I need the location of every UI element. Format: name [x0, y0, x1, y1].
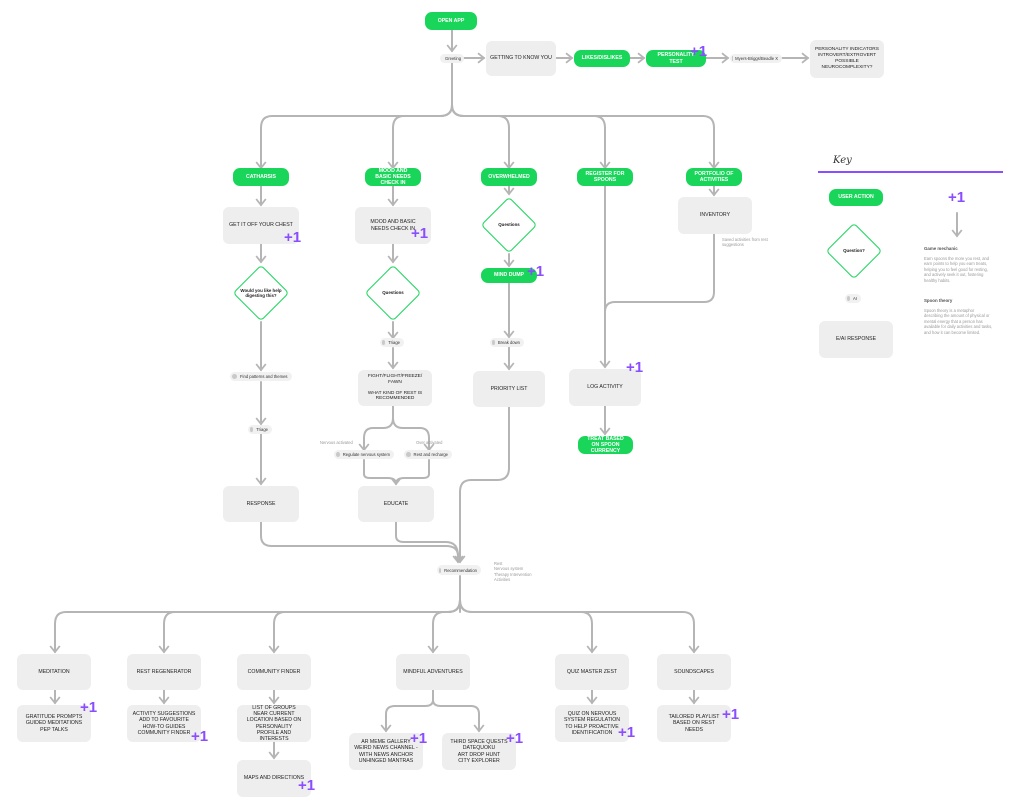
catharsis-action: CATHARSIS [233, 168, 289, 186]
nervous-activated-note: Nervous activated [320, 440, 353, 445]
triage-label: Triage [388, 340, 400, 345]
find-patterns-pill: Find patterns and themes [230, 372, 292, 381]
quiz-master-node: QUIZ MASTER ZEST [555, 654, 629, 690]
over-activated-note: Over activated [416, 440, 443, 445]
community-finder-node: COMMUNITY FINDER [237, 654, 311, 690]
reward-badge: +1 [410, 730, 428, 747]
overwhelmed-questions-decision: Questions [479, 196, 539, 254]
spoon-theory-title: Spoon theory [924, 298, 953, 303]
reward-badge: +1 [618, 724, 636, 741]
educate-node: EDUCATE [358, 486, 434, 522]
open-app-action: OPEN APP [425, 12, 477, 30]
decision-label: Questions [498, 222, 520, 228]
reward-badge: +1 [722, 706, 740, 723]
decision-label: Would you like help digesting this? [240, 287, 282, 298]
overwhelmed-action: OVERWHELMED [481, 168, 537, 186]
get-it-off-chest-node: GET IT OFF YOUR CHEST [223, 207, 299, 244]
treat-based-action: TREAT BASED ON SPOON CURRENCY [578, 436, 633, 454]
key-ai-label: AI [853, 296, 857, 301]
third-space-node: THIRD SPACE QUESTS DATEQUOKU ART DROP HU… [442, 733, 516, 770]
portfolio-action: PORTFOLIO OF ACTIVITIES [686, 168, 742, 186]
response-node: RESPONSE [223, 486, 299, 522]
recommendation-pill: Recommendation [437, 565, 481, 575]
reward-badge: +1 [411, 225, 429, 242]
spoon-theory-text: Spoon theory is a metaphor describing th… [924, 308, 993, 335]
reward-badge: +1 [298, 777, 316, 794]
reward-badge: +1 [690, 43, 708, 60]
mind-dump-action: MIND DUMP [481, 268, 537, 283]
inventory-node: INVENTORY [678, 197, 752, 234]
fight-flight-node: FIGHT/FLIGHT/FREEZE/ FAWN WHAT KIND OF R… [358, 370, 432, 406]
ai-dot-icon [406, 452, 411, 457]
greeting-pill: Greeting [440, 54, 464, 63]
triage-label: Triage [256, 427, 268, 432]
meditation-node: MEDITATION [17, 654, 91, 690]
rest-recharge-label: Rest and recharge [413, 452, 448, 457]
reward-badge: +1 [191, 728, 209, 745]
break-down-label: Break down [497, 340, 520, 345]
help-digesting-decision: Would you like help digesting this? [231, 264, 291, 322]
key-divider [818, 171, 1003, 173]
tailored-playlist-node: TAILORED PLAYLIST BASED ON REST NEEDS [657, 705, 731, 742]
break-down-pill: Break down [490, 338, 524, 347]
gratitude-node: GRATITUDE PROMPTS GUIDED MEDITATIONS PEP… [17, 705, 91, 742]
key-user-action: USER ACTION [829, 189, 883, 206]
mood-questions-decision: Questions [363, 264, 423, 322]
reward-badge: +1 [284, 229, 302, 246]
ai-dot-icon [250, 427, 254, 432]
game-mechanic-text: Earn spoons the more you rest, and earn … [924, 256, 990, 283]
personality-test-action: PERSONALITY TEST [646, 50, 706, 67]
list-groups-node: LIST OF GROUPS NEAR CURRENT LOCATION BAS… [237, 705, 311, 742]
mood-check-response-node: MOOD AND BASIC NEEDS CHECK IN [355, 207, 431, 244]
myers-briggs-pill: Myers-Briggs/Beadle X [730, 54, 782, 63]
activity-suggestions-node: ACTIVITY SUGGESTIONS ADD TO FAVOURITE HO… [127, 705, 201, 742]
ai-dot-icon [492, 340, 495, 345]
reward-badge: +1 [506, 730, 524, 747]
ai-dot-icon [439, 567, 442, 573]
soundscapes-node: SOUNDSCAPES [657, 654, 731, 690]
key-question-label: Question? [843, 248, 865, 254]
reward-badge: +1 [626, 359, 644, 376]
ai-dot-icon [382, 340, 386, 345]
maps-directions-node: MAPS AND DIRECTIONS [237, 760, 311, 797]
decision-label: Questions [382, 290, 404, 296]
rest-regenerator-node: REST REGENERATOR [127, 654, 201, 690]
log-activity-node: LOG ACTIVITY [569, 369, 641, 406]
recommendation-notes: Rest Nervous system Therapy Intervention… [494, 561, 532, 583]
mood-check-action: MOOD AND BASIC NEEDS CHECK IN [365, 168, 421, 186]
key-ai-response: E/AI RESPONSE [819, 321, 893, 358]
likes-dislikes-action: LIKES/DISLIKES [574, 50, 630, 67]
recommendation-label: Recommendation [444, 567, 477, 573]
regulate-label: Regulate nervous system [342, 452, 390, 457]
key-question-decision: Question? [825, 222, 883, 280]
saved-activities-note: Saved activities from rest suggestions [722, 237, 768, 248]
reward-badge: +1 [527, 263, 545, 280]
ar-meme-node: AR MEME GALLERY WEIRD NEWS CHANNEL - WIT… [349, 733, 423, 770]
key-reward-badge: +1 [948, 189, 966, 206]
ai-dot-icon [232, 374, 237, 379]
personality-indicators-node: PERSONALITY INDICATORS INTROVERT/EXTROVE… [810, 40, 884, 78]
greeting-label: Greeting [445, 56, 462, 61]
find-patterns-label: Find patterns and themes [240, 374, 288, 379]
regulate-pill: Regulate nervous system [334, 450, 394, 459]
key-ai-pill: AI [845, 294, 861, 303]
key-title: Key [833, 155, 852, 166]
getting-to-know-you-node: GETTING TO KNOW YOU [486, 41, 556, 76]
myers-briggs-label: Myers-Briggs/Beadle X [735, 56, 778, 61]
ai-dot-icon [336, 452, 340, 457]
mindful-adventures-node: MINDFUL ADVENTURES [396, 654, 470, 690]
reward-badge: +1 [80, 699, 98, 716]
game-mechanic-title: Game mechanic [924, 246, 958, 251]
triage-catharsis-pill: Triage [248, 425, 272, 434]
priority-list-node: PRIORITY LIST [473, 371, 545, 407]
rest-recharge-pill: Rest and recharge [404, 450, 452, 459]
triage-pill: Triage [380, 338, 404, 347]
register-spoons-action: REGISTER FOR SPOONS [577, 168, 633, 186]
ai-dot-icon [847, 296, 851, 301]
quiz-nervous-node: QUIZ ON NERVOUS SYSTEM REGULATION TO HEL… [555, 705, 629, 742]
